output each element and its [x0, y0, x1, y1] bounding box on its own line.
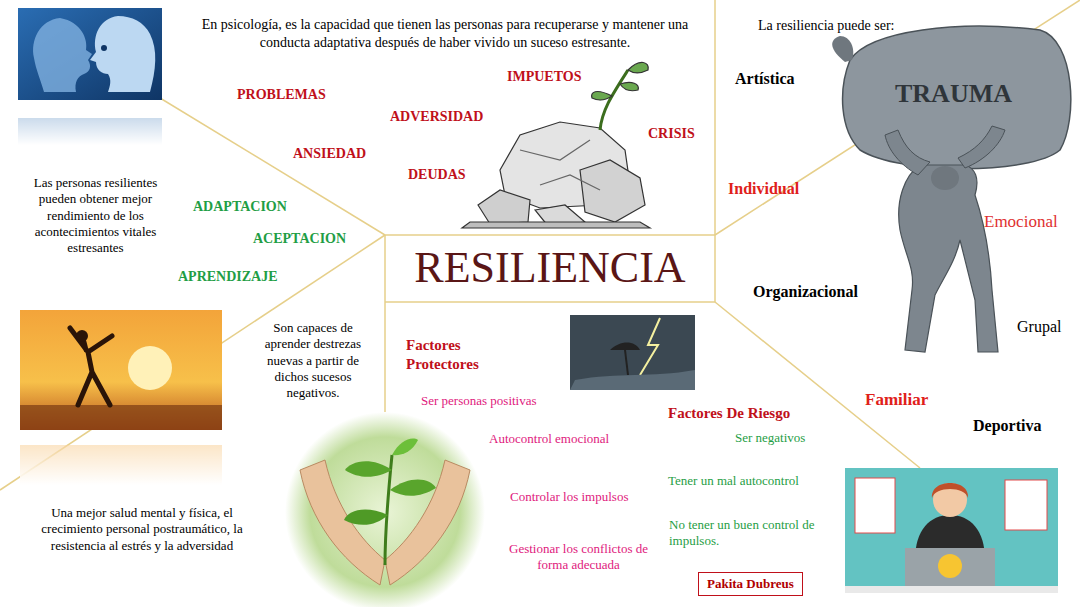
note-text: Las personas resilientes pueden obtener … [18, 175, 173, 256]
yoga-sunset [20, 310, 222, 485]
factor-item: No tener un buen control de impulsos. [669, 517, 834, 550]
bag-word: TRAUMA [895, 78, 1012, 111]
keyword: ADAPTACION [193, 198, 287, 216]
hands-plant [285, 412, 485, 607]
factor-item: Ser personas positivas [421, 393, 537, 409]
type-item: Artística [735, 69, 795, 89]
type-item: Familiar [865, 389, 928, 410]
factor-item: Tener un mal autocontrol [668, 473, 799, 489]
signature-box: Pakita Dubreus [698, 572, 803, 596]
man-with-bag [832, 26, 1071, 352]
storm-picture [570, 315, 695, 390]
keyword: PROBLEMAS [237, 86, 326, 104]
type-item: Individual [728, 179, 799, 199]
divider-lines [0, 0, 1080, 490]
signature-text: Pakita Dubreus [707, 576, 794, 592]
keyword: DEUDAS [408, 166, 466, 184]
factor-item: Gestionar los conflictos de forma adecua… [496, 541, 661, 574]
definition-text: En psicología, es la capacidad que tiene… [185, 16, 705, 51]
keyword: ADVERSIDAD [390, 108, 483, 126]
keyword: ANSIEDAD [293, 145, 366, 163]
note-text: Una mejor salud mental y física, el crec… [22, 505, 262, 554]
factor-item: Ser negativos [735, 430, 805, 446]
note-text: Son capaces de aprender destrezas nuevas… [252, 320, 374, 401]
type-item: Deportiva [973, 416, 1041, 436]
factor-item: Autocontrol emocional [489, 431, 609, 447]
types-heading: La resiliencia puede ser: [758, 17, 894, 35]
keyword: CRISIS [648, 125, 695, 143]
factor-heading: Factores De Riesgo [668, 404, 790, 423]
factor-heading: Factores Protectores [406, 336, 506, 374]
factor-item: Controlar los impulsos [510, 489, 628, 505]
keyword: ACEPTACION [253, 230, 346, 248]
diagram-title: RESILIENCIA [414, 246, 685, 290]
type-item: Grupal [1017, 317, 1061, 337]
type-item: Emocional [984, 211, 1058, 232]
office-picture [845, 468, 1058, 593]
keyword: IMPUETOS [507, 68, 581, 86]
type-item: Organizacional [753, 282, 858, 302]
rocks-sprout [462, 62, 650, 228]
heads-picture [18, 8, 162, 145]
keyword: APRENDIZAJE [178, 268, 278, 286]
